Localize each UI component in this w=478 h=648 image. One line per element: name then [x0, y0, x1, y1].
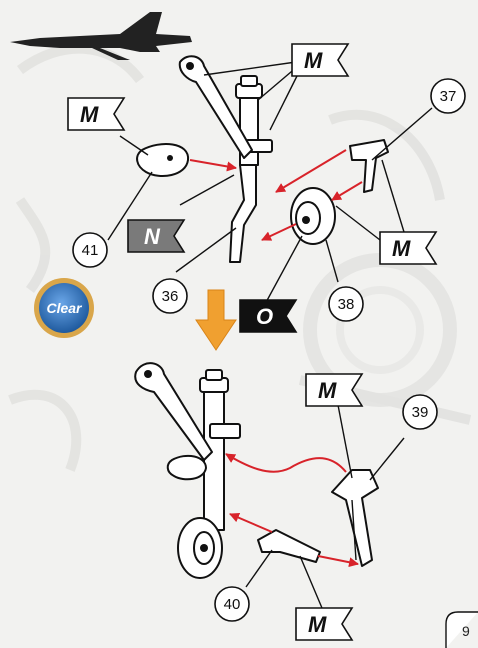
callout-38: 38 — [329, 287, 363, 321]
svg-text:M: M — [308, 612, 327, 637]
callout-37: 37 — [431, 79, 465, 113]
flag-m-right-upper: M — [380, 232, 436, 264]
svg-text:36: 36 — [162, 288, 179, 305]
callout-36: 36 — [153, 279, 187, 313]
flag-o: O — [240, 300, 296, 332]
flag-m-bottom: M — [296, 608, 352, 640]
page-number: 9 — [446, 612, 478, 648]
arrow-41-to-strut — [190, 160, 236, 168]
clear-badge: Clear — [34, 278, 94, 338]
callout-40: 40 — [215, 587, 249, 621]
callout-39: 39 — [403, 395, 437, 429]
svg-text:N: N — [144, 224, 161, 249]
svg-text:Clear: Clear — [46, 300, 83, 316]
arrow-wheel-to-bracket — [332, 182, 362, 200]
arrow-38-to-strut — [262, 224, 296, 240]
arrow-40-to-39 — [318, 556, 358, 564]
svg-text:M: M — [318, 378, 337, 403]
down-arrow-icon — [196, 290, 236, 350]
flag-m-left: M — [68, 98, 124, 130]
svg-text:38: 38 — [338, 296, 355, 313]
svg-text:37: 37 — [440, 88, 457, 105]
arrow-39-to-strut — [226, 454, 346, 472]
arrow-37-to-strut — [276, 150, 346, 192]
svg-text:O: O — [256, 304, 273, 329]
svg-text:39: 39 — [412, 404, 429, 421]
callout-41: 41 — [73, 233, 107, 267]
svg-text:9: 9 — [462, 623, 470, 639]
svg-text:41: 41 — [82, 242, 99, 259]
arrow-40-to-strut — [230, 514, 272, 532]
flag-m-top: M — [292, 44, 348, 76]
flag-n: N — [128, 220, 184, 252]
svg-text:M: M — [392, 236, 411, 261]
svg-text:40: 40 — [224, 596, 241, 613]
svg-text:M: M — [80, 102, 99, 127]
svg-text:M: M — [304, 48, 323, 73]
